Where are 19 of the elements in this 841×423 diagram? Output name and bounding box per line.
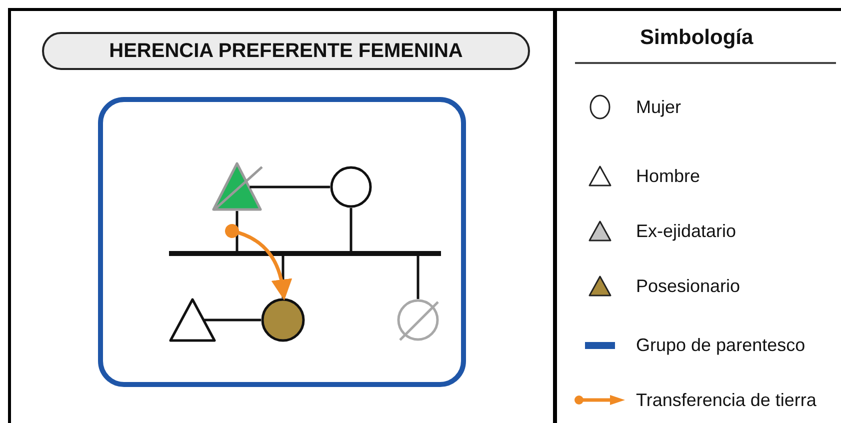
triangle-symbol	[169, 298, 216, 342]
legend-label: Transferencia de tierra	[636, 389, 816, 411]
legend-label: Mujer	[636, 96, 682, 118]
kinship-line	[236, 211, 238, 251]
title-pill: HERENCIA PREFERENTE FEMENINA	[42, 32, 530, 70]
kinship-group-frame	[98, 97, 466, 387]
kinship-line	[416, 256, 420, 299]
kinship-line	[204, 318, 261, 322]
circle-symbol	[397, 299, 439, 341]
legend-heading: Simbología	[640, 25, 754, 51]
circle-symbol	[330, 166, 372, 208]
legend-label: Grupo de parentesco	[636, 334, 806, 356]
legend-label: Hombre	[636, 165, 700, 187]
circle-symbol	[261, 298, 305, 342]
legend-label: Ex-ejidatario	[636, 220, 736, 242]
legend-label: Posesionario	[636, 275, 740, 297]
triangle-symbol	[212, 162, 262, 211]
transfer-arrow	[225, 224, 292, 300]
kinship-line	[350, 208, 352, 251]
